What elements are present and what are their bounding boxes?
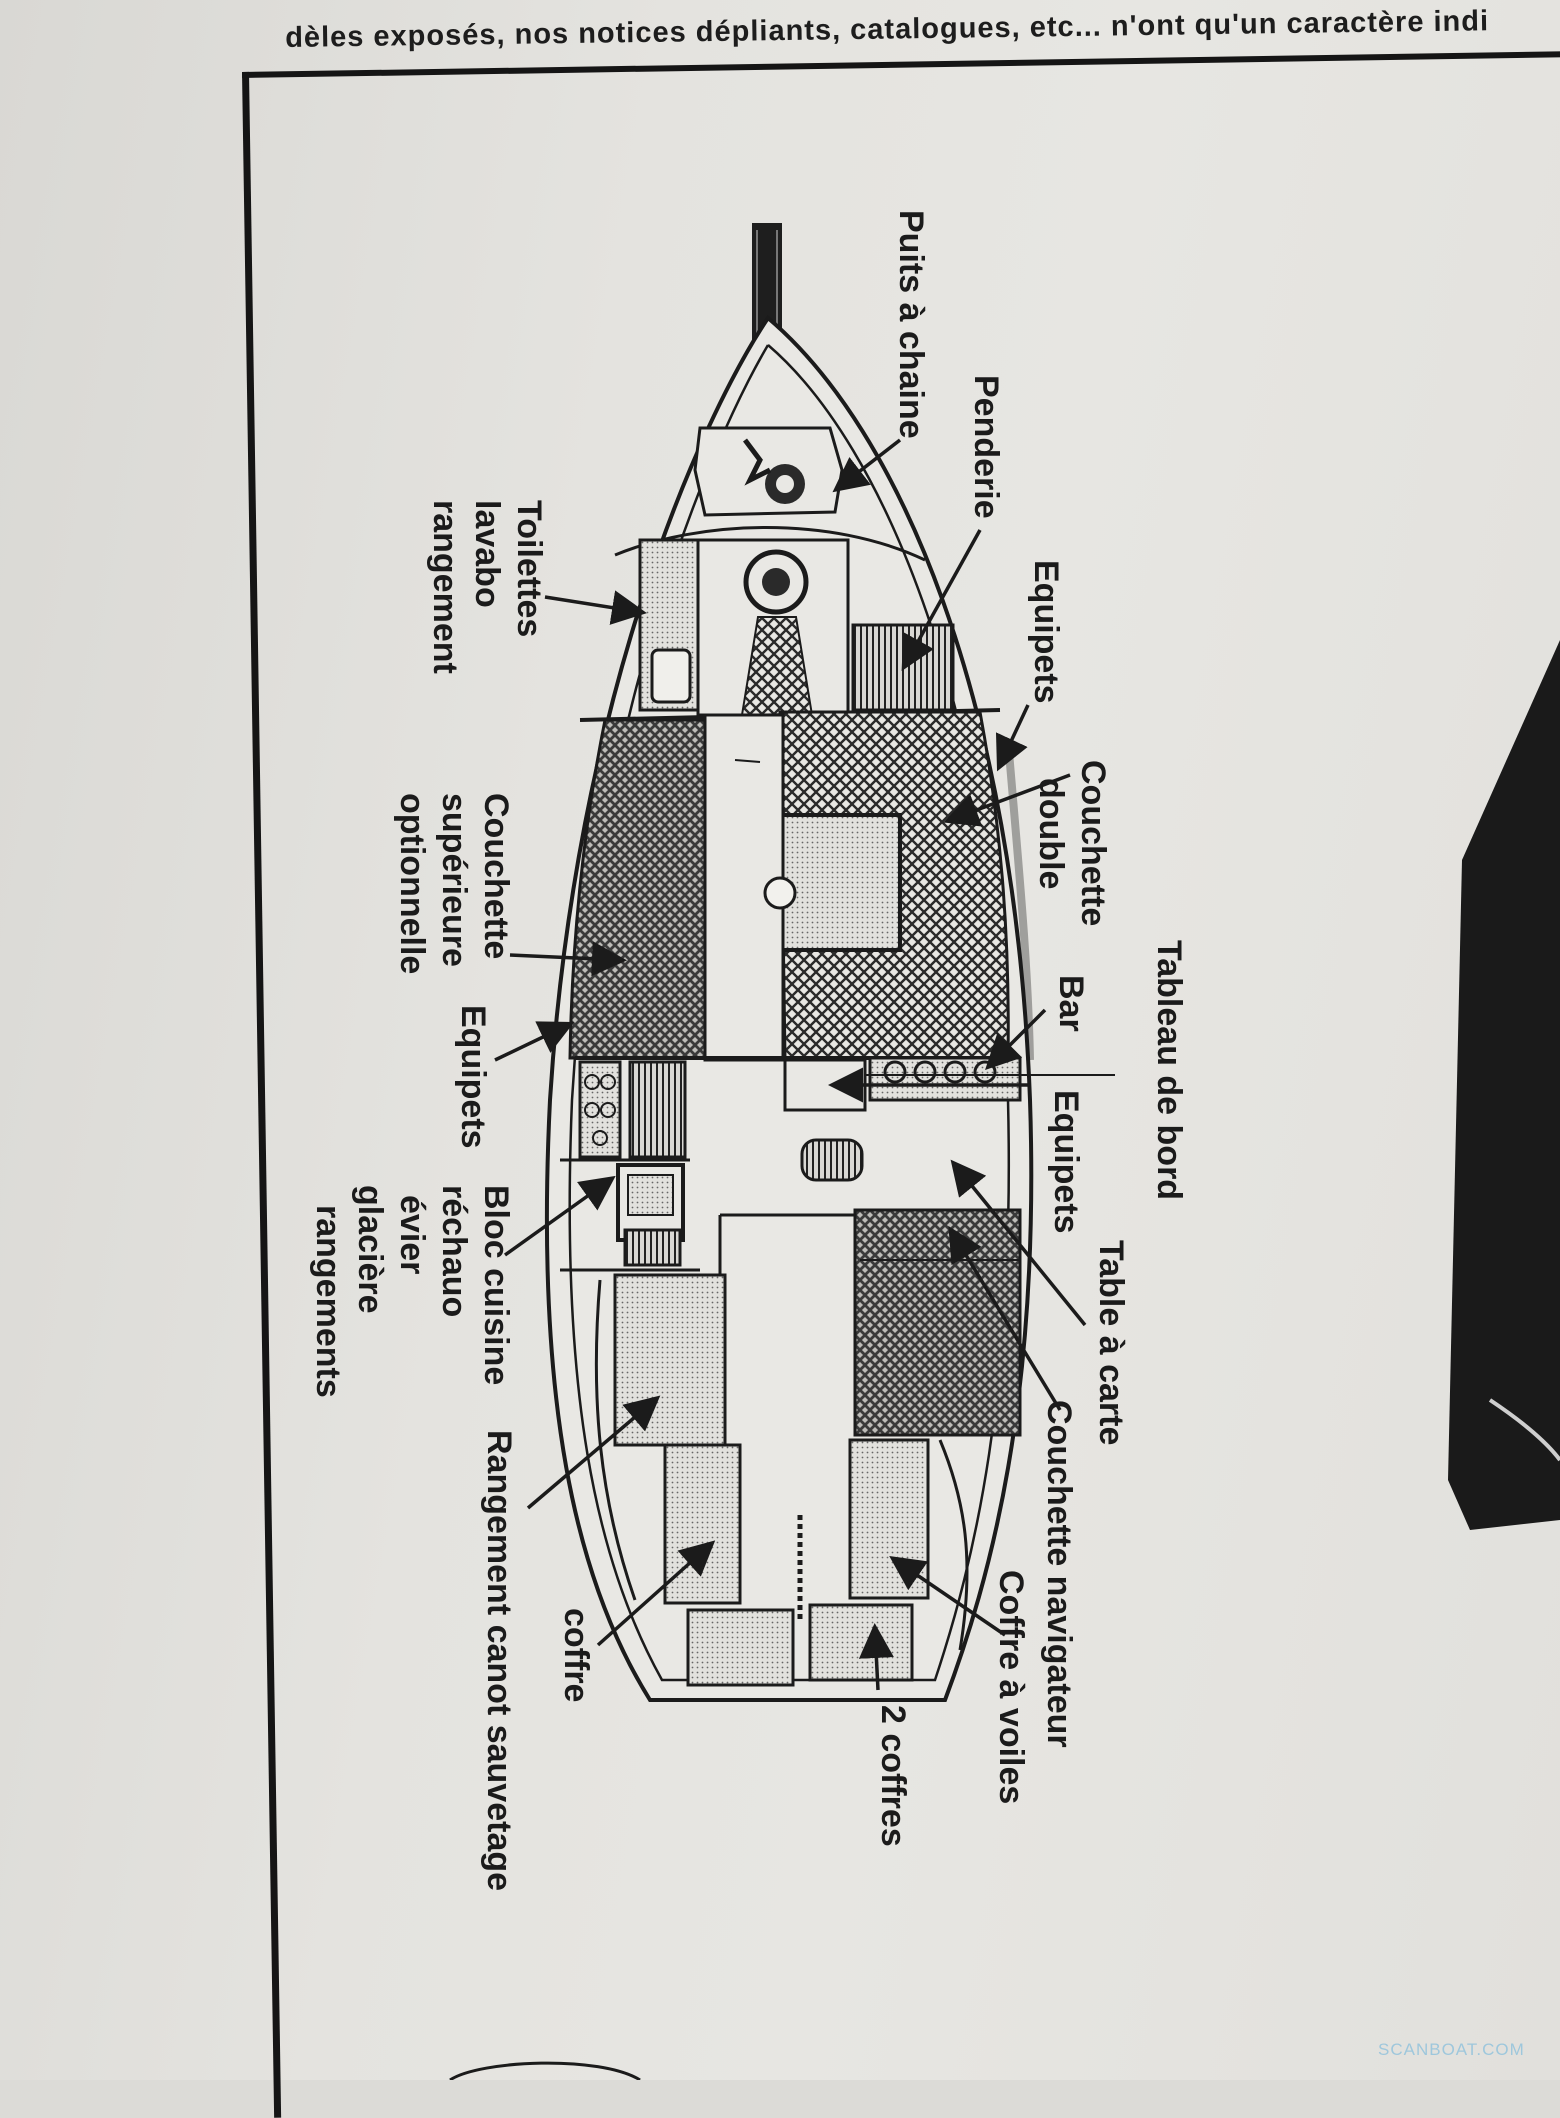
arrow-equipets-1 bbox=[995, 704, 1030, 772]
port-cockpit-locker bbox=[663, 1443, 742, 1605]
chain bbox=[743, 438, 772, 486]
label-bloc-4: glacière bbox=[351, 1185, 389, 1314]
photo-highlight bbox=[1488, 1398, 1560, 1462]
label-2-coffres: 2 coffres bbox=[874, 1705, 912, 1847]
arrow-coffre bbox=[596, 1540, 716, 1647]
aft-locker-port bbox=[686, 1608, 795, 1687]
arrow-couchette-nav bbox=[948, 1226, 1062, 1411]
label-couchette-nav: Couchette navigateur bbox=[1040, 1400, 1078, 1748]
wardrobe-locker bbox=[851, 623, 955, 712]
label-toilettes-1: Toilettes bbox=[510, 500, 548, 637]
arrow-2-coffres bbox=[858, 1623, 894, 1691]
label-coffre: coffre bbox=[557, 1608, 595, 1702]
arrow-table-carte bbox=[950, 1159, 1087, 1327]
label-table: Table à carte bbox=[1092, 1240, 1130, 1445]
arrow-canot bbox=[526, 1395, 661, 1510]
label-equipets-1: Equipets bbox=[1027, 560, 1065, 704]
label-coffre-voiles: Coffre à voiles bbox=[992, 1570, 1030, 1804]
saloon-table bbox=[800, 1138, 864, 1182]
bar-glass bbox=[973, 1060, 997, 1084]
arrow-bloc-cuisine bbox=[503, 1175, 616, 1257]
label-bloc-3: évier bbox=[393, 1195, 431, 1274]
label-toilettes-2: lavabo bbox=[468, 500, 506, 608]
label-penderie: Penderie bbox=[967, 375, 1005, 519]
navigator-berth bbox=[853, 1208, 1022, 1437]
arrow-coffre-voiles bbox=[889, 1556, 1006, 1637]
burner bbox=[584, 1102, 600, 1118]
label-toilettes-3: rangement bbox=[426, 500, 464, 674]
windlass-hub bbox=[776, 475, 794, 493]
burner bbox=[584, 1074, 600, 1090]
label-puits: Puits à chaine bbox=[892, 210, 930, 439]
label-couchette-sup-1: Couchette bbox=[477, 793, 515, 959]
arrow-couchette-sup bbox=[509, 941, 627, 977]
watermark-logo: SCANBOAT.COM bbox=[1378, 2040, 1525, 2059]
burner bbox=[600, 1074, 616, 1090]
arrow-bar bbox=[985, 1008, 1047, 1070]
aft-hull-liner-starboard bbox=[938, 1439, 969, 1651]
galley-counter bbox=[560, 1158, 700, 1272]
sink-basin bbox=[627, 1174, 674, 1216]
side-shelf-starboard bbox=[1004, 739, 1034, 1061]
arrow-toilettes bbox=[544, 590, 647, 625]
label-couchette-sup-3: optionnelle bbox=[393, 793, 431, 974]
aft-locker-starboard bbox=[808, 1603, 914, 1682]
arrow-equipets-2 bbox=[494, 1021, 575, 1062]
bar-shelf bbox=[868, 1056, 1022, 1102]
bar-glass bbox=[883, 1060, 907, 1084]
label-canot: Rangement canot sauvetage bbox=[480, 1430, 518, 1891]
upper-berth-optional bbox=[568, 718, 707, 1060]
label-bloc-1: Bloc cuisine bbox=[477, 1185, 515, 1385]
label-bloc-2: réchauo bbox=[435, 1185, 473, 1317]
bottom-circle-edge bbox=[449, 2061, 641, 2080]
arrow-penderie bbox=[901, 529, 982, 672]
label-bloc-5: rangements bbox=[309, 1205, 347, 1398]
icebox bbox=[623, 1228, 682, 1267]
passage-mark bbox=[734, 759, 761, 763]
bar-glass bbox=[913, 1060, 937, 1084]
galley-cupboard bbox=[628, 1060, 687, 1159]
label-tableau: Tableau de bord bbox=[1150, 940, 1188, 1200]
label-couchette-double-2: double bbox=[1032, 778, 1070, 889]
bar-glass bbox=[943, 1060, 967, 1084]
arrow-puits bbox=[832, 438, 902, 493]
label-equipets-2: Equipets bbox=[454, 1005, 492, 1149]
burner bbox=[592, 1130, 608, 1146]
berth-hatch bbox=[780, 813, 902, 952]
arrow-couchette-double bbox=[943, 773, 1071, 827]
label-couchette-double-1: Couchette bbox=[1074, 760, 1112, 926]
adjacent-photo-edge bbox=[1448, 640, 1560, 1530]
mast-step bbox=[763, 876, 797, 910]
label-couchette-sup-2: supérieure bbox=[435, 793, 473, 967]
wc-basin bbox=[650, 648, 692, 704]
label-bar: Bar bbox=[1052, 975, 1090, 1032]
toilet-seat bbox=[762, 568, 790, 596]
label-equipets-3: Equipets bbox=[1047, 1090, 1085, 1234]
burner bbox=[600, 1102, 616, 1118]
